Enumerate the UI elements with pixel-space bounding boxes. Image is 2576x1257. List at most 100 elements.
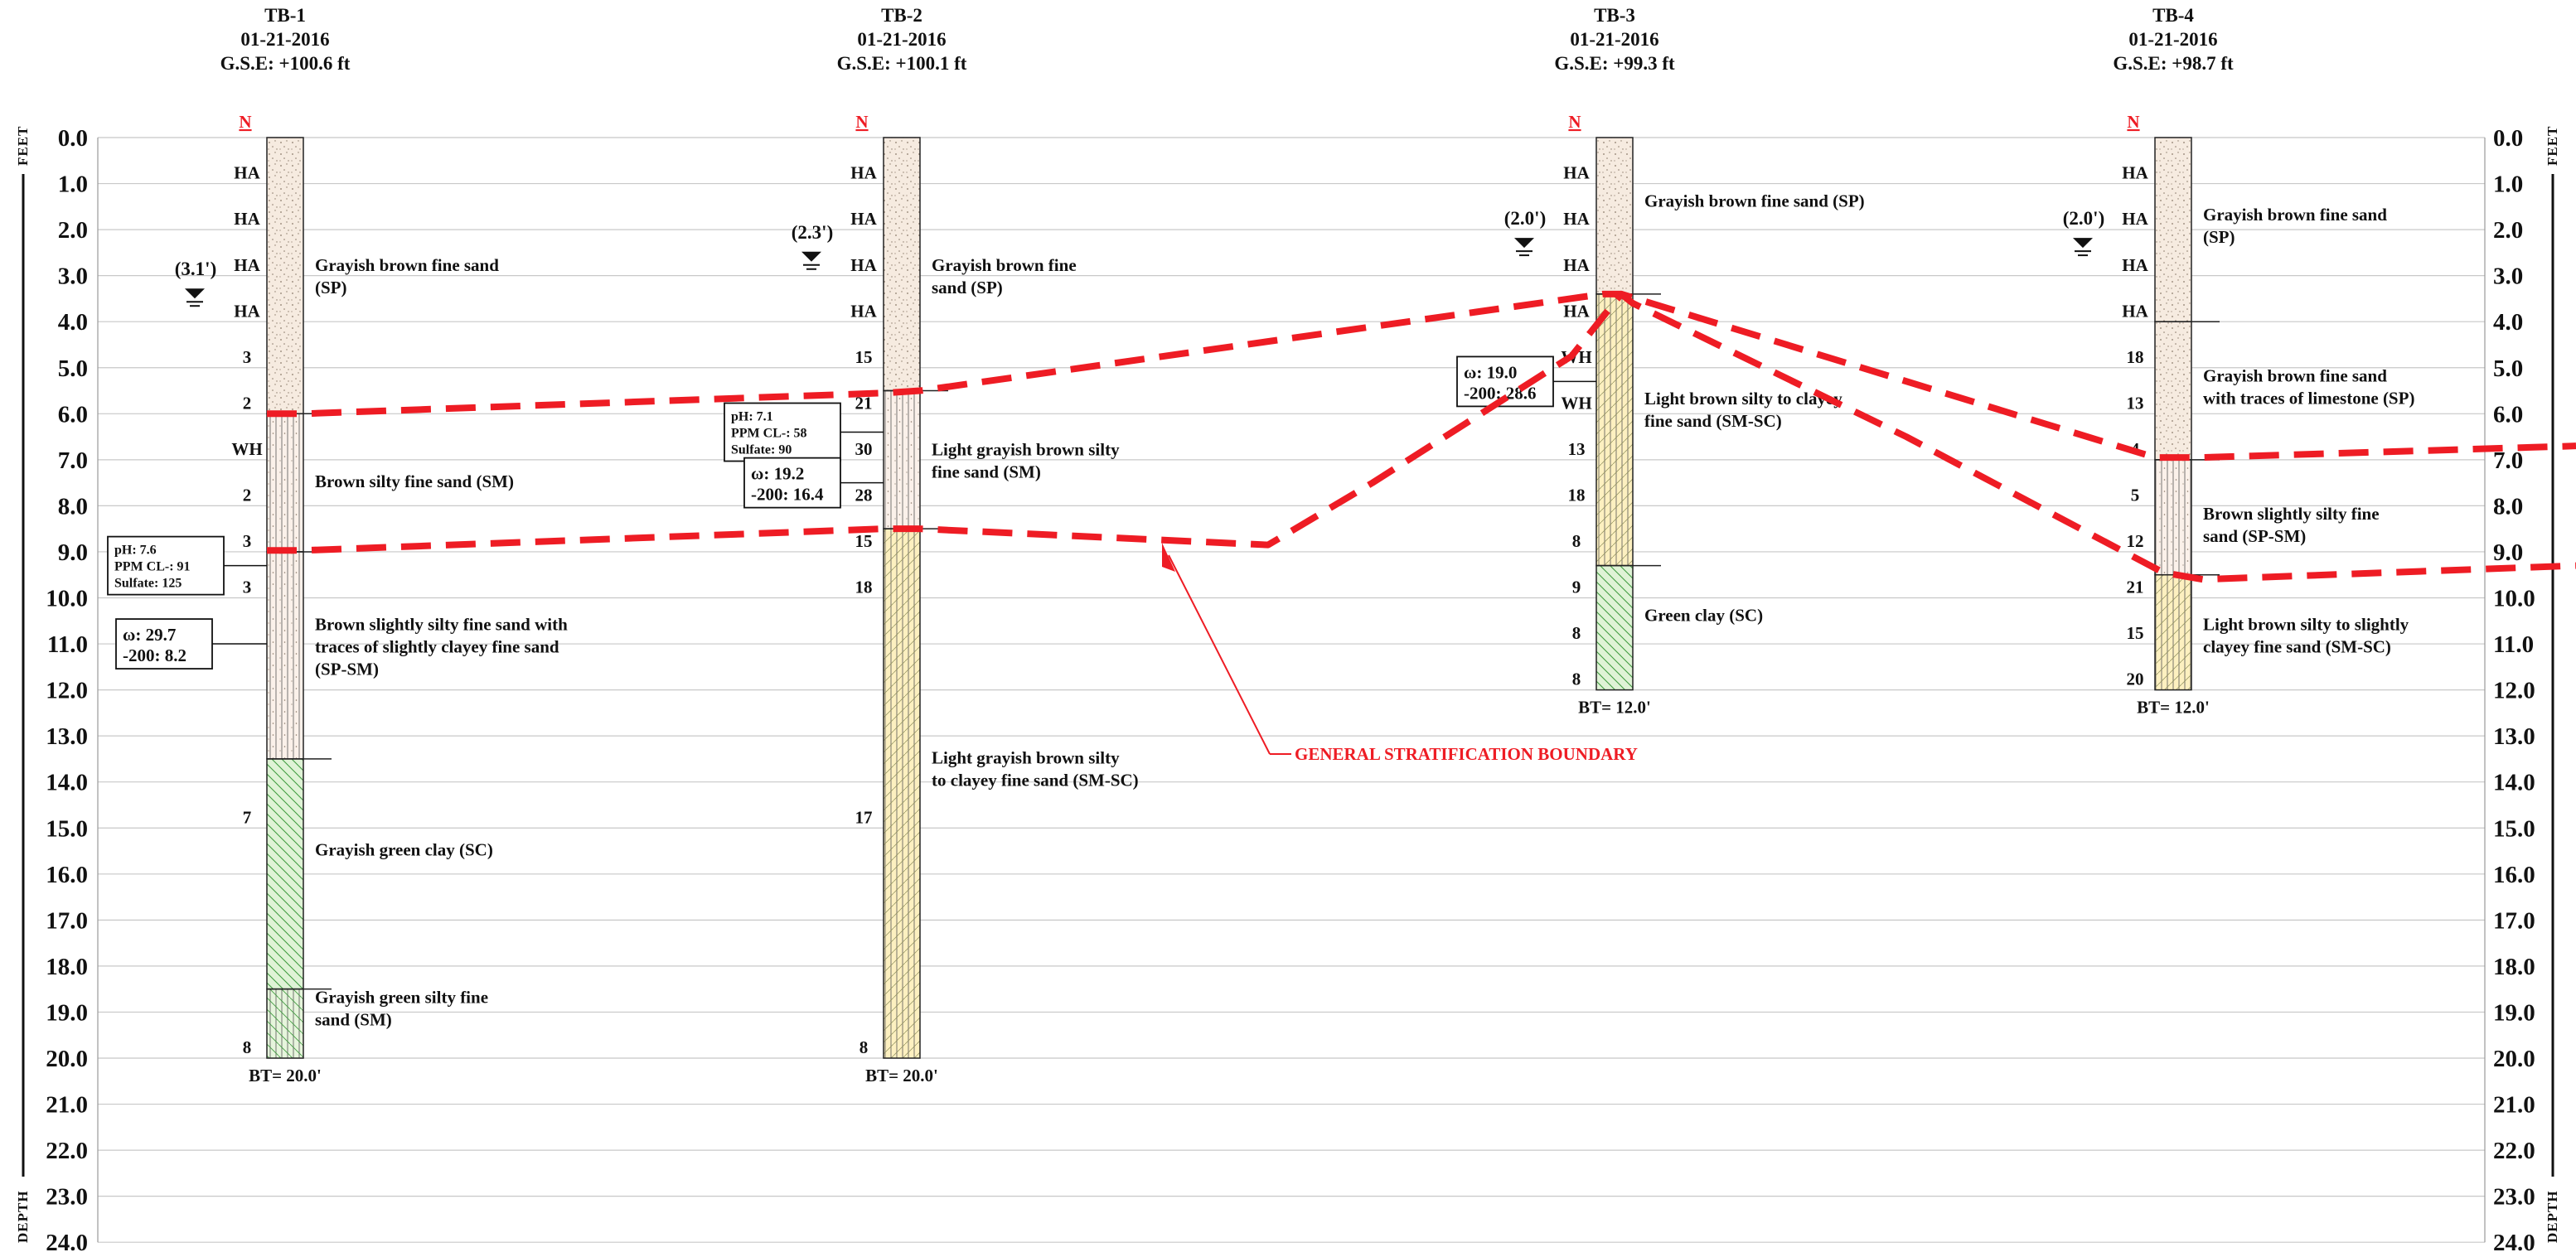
- depth-label-left: 20.0: [46, 1046, 88, 1072]
- depth-label-left: 1.0: [58, 172, 88, 198]
- blow-count: HA: [850, 301, 877, 321]
- water-level-label: (2.0'): [2063, 208, 2104, 229]
- blow-count: 8: [1572, 531, 1581, 551]
- blow-count: HA: [1563, 209, 1590, 229]
- stratum-description: Grayish green silty fine: [315, 987, 488, 1007]
- depth-grid: [97, 137, 2486, 1243]
- boring-date: 01-21-2016: [2128, 29, 2217, 50]
- depth-label-right: 23.0: [2493, 1184, 2535, 1211]
- stratum-description: Green clay (SC): [1644, 605, 1763, 625]
- boring-id: TB-2: [881, 5, 922, 26]
- n-label: N: [1568, 112, 1581, 132]
- depth-label-left: 24.0: [46, 1230, 88, 1253]
- depth-label-left: 14.0: [46, 770, 88, 796]
- water-level-label: (2.0'): [1504, 208, 1546, 229]
- stratum-description: (SP-SM): [315, 659, 379, 679]
- blow-count: 8: [1572, 623, 1581, 643]
- stratum-description: sand (SP): [932, 278, 1003, 297]
- lab-test-value: -200: 8.2: [123, 645, 186, 665]
- depth-label-left: 11.0: [47, 631, 88, 658]
- blow-count: HA: [234, 301, 260, 321]
- depth-label-left: 12.0: [46, 678, 88, 704]
- blow-count: 20: [2127, 670, 2144, 689]
- lab-test-box: [743, 457, 841, 509]
- stratum-column: [266, 413, 304, 553]
- depth-label-right: 18.0: [2493, 954, 2535, 980]
- water-table-icon: [185, 288, 205, 299]
- blow-count: HA: [234, 209, 260, 229]
- blow-count: 5: [2131, 486, 2140, 505]
- stratum-description: to clayey fine sand (SM-SC): [932, 770, 1139, 790]
- boring-id: TB-1: [264, 5, 306, 26]
- blow-count: 18: [855, 578, 873, 597]
- stratum-column: [266, 758, 304, 990]
- depth-label-left: 4.0: [58, 309, 88, 336]
- lab-test-value: pH: 7.1: [731, 410, 773, 424]
- depth-label-right: 10.0: [2493, 586, 2535, 612]
- stratum-description: Light brown silty to slightly: [2203, 614, 2409, 634]
- depth-label-right: 7.0: [2493, 447, 2523, 474]
- blow-count: HA: [2122, 209, 2148, 229]
- depth-label-left: 18.0: [46, 954, 88, 980]
- depth-label-left: 5.0: [58, 355, 88, 382]
- depth-label-right: 21.0: [2493, 1092, 2535, 1119]
- blow-count: HA: [1563, 301, 1590, 321]
- depth-label-left: 19.0: [46, 999, 88, 1026]
- blow-count: 28: [855, 486, 873, 505]
- blow-count: 9: [1572, 578, 1581, 597]
- stratum-description: Light grayish brown silty: [932, 439, 1120, 459]
- stratum-column: [1595, 137, 1634, 295]
- axis-side-label: DEPTH: [15, 1190, 31, 1243]
- depth-label-left: 0.0: [58, 125, 88, 152]
- stratum-column: [266, 137, 304, 415]
- blow-count: 13: [1568, 439, 1586, 459]
- boring-gse: G.S.E: +98.7 ft: [2113, 53, 2234, 74]
- lab-test-box: [107, 535, 225, 596]
- depth-label-left: 7.0: [58, 447, 88, 474]
- depth-label-right: 16.0: [2493, 862, 2535, 888]
- stratum-description: sand (SP-SM): [2203, 526, 2306, 546]
- stratum-description: with traces of limestone (SP): [2203, 388, 2414, 408]
- callout-leader: [1168, 554, 1271, 755]
- blow-count: 3: [243, 347, 252, 367]
- depth-label-left: 3.0: [58, 263, 88, 290]
- boring-gse: G.S.E: +99.3 ft: [1554, 53, 1675, 74]
- stratification-boundaries: [267, 290, 2576, 583]
- blow-count: 2: [243, 486, 252, 505]
- water-table-icon: [1514, 238, 1534, 249]
- stratum-description: Brown slightly silty fine sand with: [315, 614, 568, 634]
- water-table-icon: [2073, 238, 2093, 249]
- n-label: N: [855, 112, 868, 132]
- boring-id: TB-4: [2152, 5, 2194, 26]
- stratum-description: clayey fine sand (SM-SC): [2203, 636, 2391, 656]
- boring-termination: BT= 20.0': [865, 1066, 938, 1085]
- depth-label-right: 17.0: [2493, 907, 2535, 934]
- depth-label-right: 1.0: [2493, 172, 2523, 198]
- stratum-column: [883, 389, 921, 529]
- blow-count: 13: [2127, 393, 2144, 413]
- blow-count: 3: [243, 578, 252, 597]
- blow-count: 12: [2127, 531, 2144, 551]
- boring-termination: BT= 20.0': [249, 1066, 322, 1085]
- stratum-description: Brown slightly silty fine: [2203, 504, 2380, 524]
- blow-count: HA: [2122, 301, 2148, 321]
- lab-test-value: ω: 19.2: [751, 464, 804, 484]
- depth-label-right: 2.0: [2493, 217, 2523, 244]
- axis-unit-label: FEET: [15, 126, 31, 166]
- depth-label-left: 10.0: [46, 586, 88, 612]
- depth-label-right: 24.0: [2493, 1230, 2535, 1253]
- blow-count: 21: [2127, 578, 2144, 597]
- blow-count: 30: [855, 439, 873, 459]
- stratum-description: Grayish brown fine sand: [2203, 205, 2387, 225]
- blow-count: 3: [243, 531, 252, 551]
- axis-side-label: DEPTH: [2545, 1190, 2560, 1243]
- boring-termination: BT= 12.0': [2137, 698, 2210, 718]
- boring-termination: BT= 12.0': [1578, 698, 1651, 718]
- depth-label-right: 22.0: [2493, 1138, 2535, 1164]
- blow-count: HA: [850, 255, 877, 275]
- stratum-description: Grayish brown fine: [932, 255, 1077, 275]
